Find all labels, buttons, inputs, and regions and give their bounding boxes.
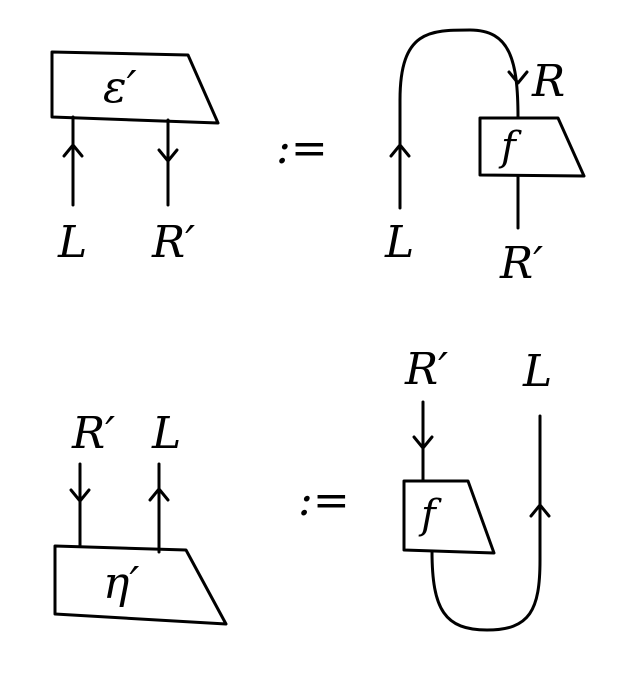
wire-label-Rprime: R′ <box>499 238 543 289</box>
counit-box <box>50 50 220 125</box>
f-box-label: f <box>418 492 442 538</box>
equation-counit: ε′ L R′ := R L f R′ <box>50 28 586 289</box>
arrow-up-icon <box>529 503 551 518</box>
equation-unit: R′ L η′ := R′ f L <box>53 344 552 632</box>
arrow-down-icon <box>412 435 434 450</box>
arrow-up-icon <box>62 143 84 158</box>
lhs-counit-diagram: ε′ L R′ <box>50 50 220 268</box>
wire-label-L: L <box>522 346 552 397</box>
f-box <box>402 479 496 555</box>
rhs-counit-diagram: R L f R′ <box>384 28 586 289</box>
defined-as-symbol: := <box>298 475 350 526</box>
wire-label-R: R <box>531 56 565 107</box>
wire-label-Rprime: R′ <box>404 344 448 395</box>
arrow-up-icon <box>148 487 170 502</box>
wire-label-Rprime: R′ <box>71 408 115 459</box>
wire-label-L: L <box>384 217 414 268</box>
arrow-down-icon <box>157 148 179 163</box>
counit-box-label: ε′ <box>103 62 137 113</box>
unit-box-label: η′ <box>103 558 139 609</box>
arrow-up-icon <box>389 143 411 158</box>
defined-as-symbol: := <box>276 123 328 174</box>
lhs-unit-diagram: R′ L η′ <box>53 408 228 626</box>
arrow-down-icon <box>69 488 91 503</box>
f-box-label: f <box>498 124 522 170</box>
cap-wire-L <box>430 414 542 632</box>
cup-wire-L <box>398 28 520 210</box>
wire-label-Rprime: R′ <box>151 217 195 268</box>
f-box <box>478 116 586 178</box>
rhs-unit-diagram: R′ f L <box>402 344 552 632</box>
arrow-down-icon <box>507 70 529 85</box>
wire-label-L: L <box>151 408 181 459</box>
wire-label-L: L <box>57 217 87 268</box>
unit-box <box>53 544 228 626</box>
